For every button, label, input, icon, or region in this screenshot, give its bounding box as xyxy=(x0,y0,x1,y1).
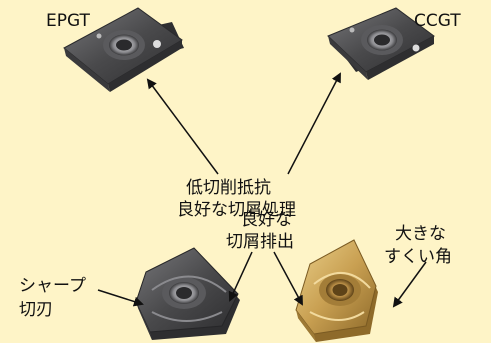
label-large-line1: 大きな xyxy=(395,224,446,244)
arrow-sharp-edge xyxy=(97,289,144,307)
arrow-to-ccgt xyxy=(287,72,341,175)
epgt-insert xyxy=(63,7,184,92)
label-low-cutting-resistance: 低切削抵抗 xyxy=(186,178,271,198)
ccgt-insert xyxy=(327,7,435,80)
arrow-rake-angle xyxy=(392,261,427,308)
label-sharp-line1: シャープ xyxy=(19,276,86,296)
arrow-chip-left xyxy=(228,251,253,302)
label-rake-angle: すくい角 xyxy=(384,247,452,267)
label-epgt: EPGT xyxy=(46,11,90,31)
label-good-line1: 良好な xyxy=(241,210,292,230)
arrow-chip-right xyxy=(273,251,303,306)
label-ccgt: CCGT xyxy=(414,11,461,31)
label-chip-evacuation: 切屑排出 xyxy=(226,232,294,252)
gold-trigon-insert xyxy=(295,239,378,342)
label-sharp-edge: 切刃 xyxy=(19,300,53,320)
arrow-to-epgt xyxy=(146,78,219,175)
label-good-chip-control: 良好な切屑処理 xyxy=(177,200,296,220)
gray-trigon-insert xyxy=(135,247,240,340)
